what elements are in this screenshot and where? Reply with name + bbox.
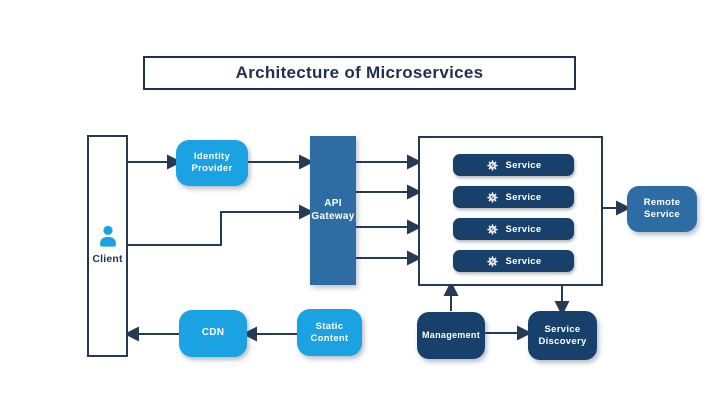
services-group-frame: Service Service (418, 136, 603, 286)
remote-service-label: Remote Service (643, 197, 681, 220)
gear-icon (486, 159, 498, 171)
service-discovery-node: Service Discovery (528, 311, 597, 360)
gear-icon (486, 223, 498, 235)
management-node: Management (417, 312, 485, 359)
gear-icon (486, 255, 498, 267)
client-label: Client (92, 253, 123, 265)
static-content-label: Static Content (310, 320, 349, 344)
service-label: Service (505, 255, 542, 267)
gear-icon (486, 191, 498, 203)
service-label: Service (505, 223, 542, 235)
remote-service-node: Remote Service (627, 186, 697, 232)
service-node-3: Service (453, 218, 574, 240)
diagram-title-box: Architecture of Microservices (143, 56, 576, 90)
identity-provider-label: Identity Provider (191, 151, 233, 174)
cdn-node: CDN (179, 310, 247, 357)
diagram-title: Architecture of Microservices (235, 63, 484, 82)
service-label: Service (505, 159, 542, 171)
service-node-1: Service (453, 154, 574, 176)
static-content-node: Static Content (297, 309, 362, 356)
api-gateway-label: API Gateway (311, 198, 355, 222)
service-discovery-label: Service Discovery (538, 323, 587, 347)
person-icon (99, 225, 116, 247)
api-gateway-node: API Gateway (310, 136, 356, 285)
client-node: Client (87, 135, 128, 357)
management-label: Management (421, 329, 480, 340)
service-label: Service (505, 191, 542, 203)
edge-client-gateway (128, 204, 314, 246)
cdn-label: CDN (201, 327, 225, 339)
service-node-4: Service (453, 250, 574, 272)
service-node-2: Service (453, 186, 574, 208)
identity-provider-node: Identity Provider (176, 140, 248, 186)
